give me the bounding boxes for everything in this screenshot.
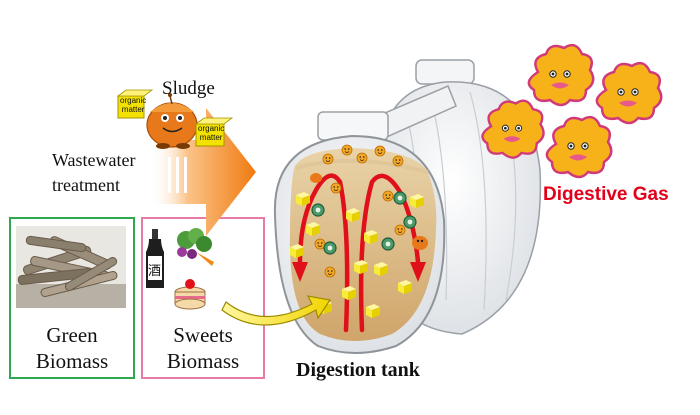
organic-tag-2-line1: organic xyxy=(198,124,225,133)
green-biomass-box: Green Biomass xyxy=(9,217,135,379)
organic-matter-tag-2: organic matter xyxy=(198,124,224,142)
sweets-biomass-box: Sweets Biomass xyxy=(141,217,265,379)
organic-matter-tag-1: organic matter xyxy=(120,96,146,114)
digestion-tank-label: Digestion tank xyxy=(296,359,420,381)
back-tank xyxy=(379,59,542,335)
green-biomass-label-line1: Green xyxy=(46,323,98,347)
digestion-tank-graphic xyxy=(273,111,446,354)
digestive-gas-label: Digestive Gas xyxy=(543,184,669,205)
organic-tag-2-line2: matter xyxy=(199,133,223,142)
gas-cloud-face-icon xyxy=(481,43,663,179)
sludge-mascot-icon xyxy=(146,93,198,149)
sweets-biomass-label-line1: Sweets xyxy=(173,323,233,347)
wastewater-label-line1: Wastewater xyxy=(52,150,136,170)
sweets-biomass-label-line2: Biomass xyxy=(166,349,240,373)
wastewater-label-line2: treatment xyxy=(52,175,120,195)
organic-tag-1-line1: organic xyxy=(120,96,147,105)
connecting-pipe xyxy=(348,85,457,149)
green-biomass-label-line2: Biomass xyxy=(35,349,109,373)
tank-particles xyxy=(290,144,428,318)
circulation-arrows xyxy=(297,173,421,333)
organic-tag-1-line2: matter xyxy=(121,105,145,114)
sake-label: 酒 xyxy=(148,264,162,279)
sludge-label: Sludge xyxy=(162,78,215,99)
